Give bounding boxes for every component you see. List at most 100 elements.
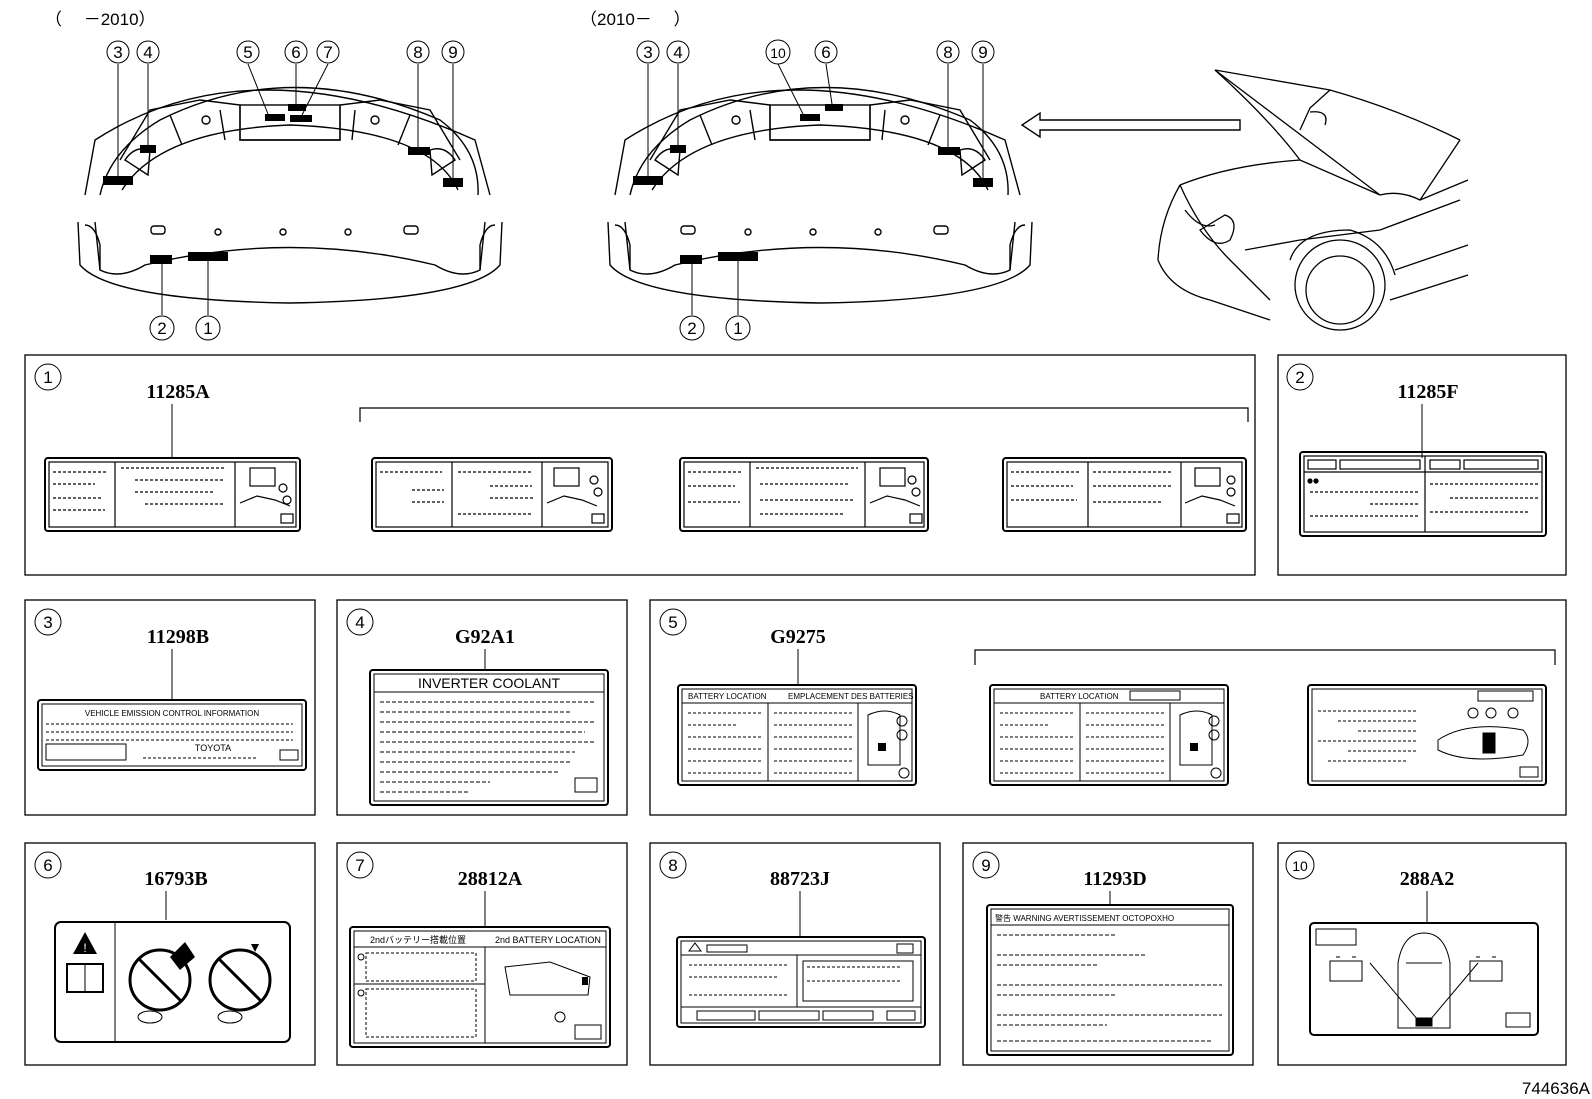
label-28812A: 2ndバッテリー搭載位置 2nd BATTERY LOCATION [349,926,611,1048]
svg-text:3: 3 [43,613,52,632]
hood-right-label-marks [633,104,993,264]
part-number-11285A: 11285A [146,381,210,403]
hood-right-leaders [647,63,984,315]
panel-4-number: 4 [346,608,374,636]
warning-triangle-icon [688,942,702,952]
range-right-label: （2010－ ） [580,10,691,29]
panel-3-number: 3 [34,608,62,636]
car-open-hood-illustration [1157,69,1469,331]
second-battery-en: 2nd BATTERY LOCATION [495,935,601,945]
panel-7-number: 7 [346,851,374,879]
range-left-label: （ －2010） [45,10,156,29]
car-battery-badge [1315,928,1357,946]
callout-3: 3 [106,40,130,64]
panel-1-label-variants [44,457,1247,532]
panel-6-number: 6 [34,851,62,879]
part-number-G92A1: G92A1 [455,626,515,648]
hood-left-leaders [117,63,454,315]
panel-4-frame [336,599,628,816]
label-11285A-variant-2 [679,457,929,532]
panel-6-frame [24,842,316,1066]
panel-1-number: 1 [34,363,62,391]
emission-title: VEHICLE EMISSION CONTROL INFORMATION [85,709,259,718]
part-number-11293D: 11293D [1083,868,1146,890]
label-11285A-variant-3 [1002,457,1247,532]
variant-bracket-panel-1 [359,407,1249,422]
label-11293D: 警告 WARNING AVERTISSEMENT OCTOPOXHO [986,904,1234,1056]
emission-brand: TOYOTA [195,743,231,753]
svg-text:9: 9 [981,856,990,875]
svg-text:4: 4 [143,43,152,62]
panel-9-frame [962,842,1254,1066]
battery-left-icon [1329,956,1363,982]
callout-5: 5 [236,40,260,64]
warning-triangle-icon [73,932,97,954]
svg-text:10: 10 [770,45,786,61]
svg-text:6: 6 [291,43,300,62]
hood-right-callouts: 3 4 10 6 8 9 2 1 [636,39,995,341]
svg-text:1: 1 [43,368,52,387]
inverter-coolant-title: INVERTER COOLANT [418,675,561,691]
panel-2-number: 2 [1286,363,1314,391]
panel-3-frame [24,599,316,816]
callout-10: 10 [765,39,791,65]
label-G9275-variant-1: BATTERY LOCATION [989,684,1229,786]
no-rear-seat-icon [128,948,192,1012]
svg-text:9: 9 [448,43,457,62]
label-11285F [1299,451,1547,537]
panel-10-frame [1277,842,1567,1066]
label-G9275-base: BATTERY LOCATION EMPLACEMENT DES BATTERI… [677,684,917,786]
panel-7-frame [336,842,628,1066]
callout-6: 6 [814,40,838,64]
svg-text:8: 8 [668,856,677,875]
svg-text:7: 7 [355,856,364,875]
svg-text:10: 10 [1292,858,1308,874]
svg-text:6: 6 [43,856,52,875]
part-number-11298B: 11298B [147,626,209,648]
label-11298B: VEHICLE EMISSION CONTROL INFORMATION TOY… [37,699,307,771]
svg-text:4: 4 [673,43,682,62]
panel-5-number: 5 [659,608,687,636]
part-number-11285F: 11285F [1397,381,1458,403]
svg-text:1: 1 [733,319,742,338]
label-G9275-variant-2 [1307,684,1547,786]
callout-2: 2 [679,315,705,341]
panel-8-frame [649,842,941,1066]
label-G92A1: INVERTER COOLANT [369,669,609,806]
panel-1-frame [24,354,1256,576]
svg-text:5: 5 [668,613,677,632]
battery-location-en: BATTERY LOCATION [688,692,767,701]
svg-text:1: 1 [203,319,212,338]
callout-9: 9 [971,40,995,64]
part-number-288A2: 288A2 [1400,868,1454,890]
label-288A2 [1309,922,1539,1036]
callout-9: 9 [441,40,465,64]
panel-8-number: 8 [659,851,687,879]
second-battery-jp: 2ndバッテリー搭載位置 [370,934,466,945]
hood-left-callouts: 3 4 5 6 7 8 9 2 1 [106,40,465,341]
panel-2-frame [1277,354,1567,576]
part-number-G9275: G9275 [770,626,826,648]
callout-1: 1 [725,315,751,341]
label-11285A-base [44,457,301,532]
no-child-seat-icon [208,948,272,1012]
svg-text:3: 3 [643,43,652,62]
panel-10-number: 10 [1285,850,1315,880]
label-88723J [676,936,926,1028]
callout-8: 8 [406,40,430,64]
callout-4: 4 [666,40,690,64]
battery-location-fr: EMPLACEMENT DES BATTERIES [788,692,914,701]
svg-text:8: 8 [943,43,952,62]
variant-bracket-panel-5 [974,649,1556,665]
figure-id: 744636A [1522,1079,1591,1098]
callout-2: 2 [149,315,175,341]
hood-left-label-marks [103,104,463,264]
label-11285A-variant-1 [371,457,613,532]
svg-text:5: 5 [243,43,252,62]
hood-diagram-right [607,86,1033,304]
callout-8: 8 [936,40,960,64]
part-number-28812A: 28812A [458,868,523,890]
callout-3: 3 [636,40,660,64]
battery-right-icon [1469,956,1503,982]
